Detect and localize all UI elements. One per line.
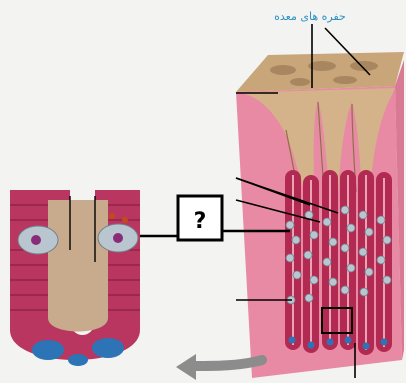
gland-closeup xyxy=(10,190,140,366)
question-mark: ? xyxy=(194,209,207,234)
gray-arrow xyxy=(176,354,262,380)
gastric-pits-label: حفره های معده xyxy=(274,10,346,23)
